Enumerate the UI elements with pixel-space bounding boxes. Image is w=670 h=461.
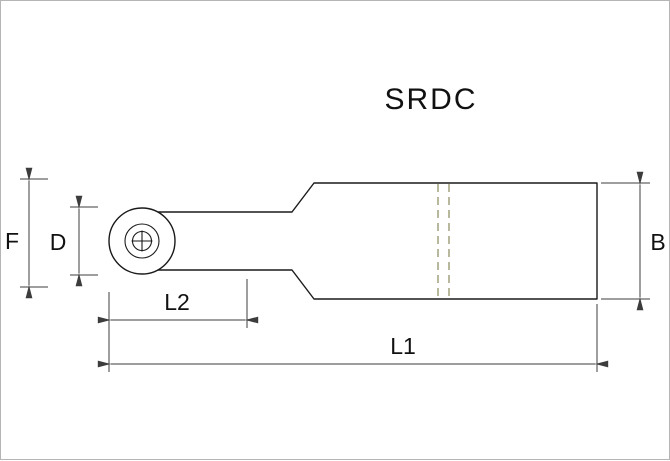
insert-pocket-circle: [124, 223, 160, 259]
dimension-label-F: F: [5, 228, 19, 254]
dimension-B: B: [601, 171, 666, 311]
dimension-F: F: [5, 167, 48, 299]
dimension-L2: L2: [97, 279, 259, 372]
dimension-label-L2: L2: [164, 289, 190, 315]
drawing-title: SRDC: [384, 83, 477, 116]
dimension-label-L1: L1: [390, 333, 416, 359]
shank-break-lines: [437, 184, 450, 298]
dimension-L1: L1: [97, 304, 609, 372]
dimension-label-B: B: [650, 229, 665, 255]
tool-head-circle: [108, 207, 176, 275]
tool-body-outline: [157, 182, 598, 300]
clamp-screw-icon: [131, 230, 153, 252]
dimension-D: D: [50, 195, 98, 287]
dimension-label-D: D: [50, 229, 67, 255]
